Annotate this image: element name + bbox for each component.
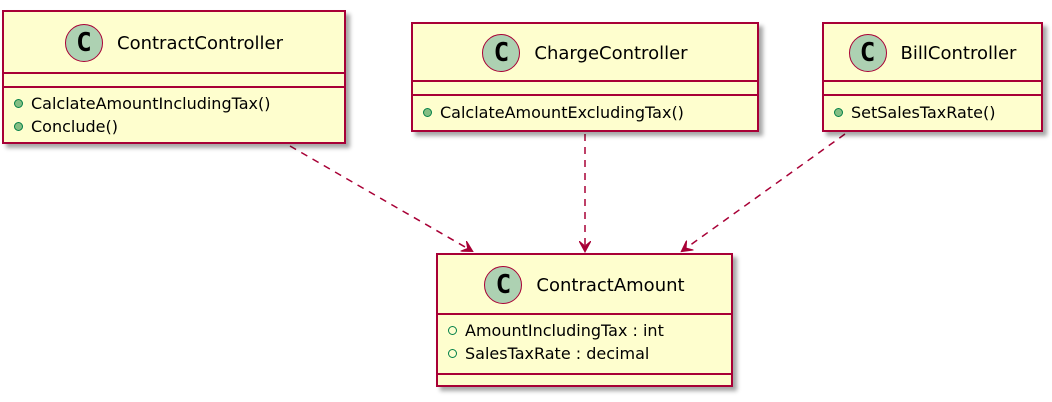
public-method-icon: [14, 122, 23, 131]
class-contractamount[interactable]: C ContractAmount AmountIncludingTax : in…: [436, 253, 733, 387]
public-method-icon: [423, 108, 432, 117]
class-c-icon: C: [848, 34, 887, 72]
class-header: C ChargeController: [413, 24, 757, 82]
class-c-icon: C: [65, 24, 103, 62]
fields-list: AmountIncludingTax : int SalesTaxRate : …: [438, 319, 731, 365]
class-divider: [413, 80, 757, 82]
methods-list: SetSalesTaxRate(): [824, 101, 1041, 124]
public-method-icon: [834, 108, 843, 117]
method-text: SetSalesTaxRate(): [851, 103, 996, 122]
class-name: BillController: [900, 42, 1017, 64]
method-item: Conclude(): [4, 115, 344, 138]
field-item: AmountIncludingTax : int: [438, 319, 731, 342]
class-divider: [438, 373, 731, 375]
class-divider: [824, 94, 1041, 96]
method-text: CalclateAmountIncludingTax(): [31, 94, 271, 113]
class-name: ContractAmount: [536, 274, 685, 296]
method-text: CalclateAmountExcludingTax(): [440, 103, 684, 122]
method-item: CalclateAmountExcludingTax(): [413, 101, 757, 124]
arrow-contractcontroller-to-contractamount: [289, 145, 472, 251]
class-header: C ContractAmount: [438, 255, 731, 315]
class-header: C ContractController: [4, 12, 344, 74]
class-contractcontroller[interactable]: C ContractController CalclateAmountInclu…: [2, 10, 346, 144]
class-chargecontroller[interactable]: C ChargeController CalclateAmountExcludi…: [411, 22, 759, 132]
class-header: C BillController: [824, 24, 1041, 82]
class-name: ContractController: [117, 32, 283, 54]
methods-list: CalclateAmountIncludingTax() Conclude(): [4, 92, 344, 138]
field-item: SalesTaxRate : decimal: [438, 342, 731, 365]
class-divider: [4, 72, 344, 74]
public-field-icon: [448, 326, 457, 335]
arrow-billcontroller-to-contractamount: [682, 133, 846, 251]
methods-list: CalclateAmountExcludingTax(): [413, 101, 757, 124]
field-text: SalesTaxRate : decimal: [465, 344, 650, 363]
class-divider: [438, 313, 731, 315]
method-text: Conclude(): [31, 117, 118, 136]
public-method-icon: [14, 99, 23, 108]
method-item: SetSalesTaxRate(): [824, 101, 1041, 124]
public-field-icon: [448, 349, 457, 358]
class-billcontroller[interactable]: C BillController SetSalesTaxRate(): [822, 22, 1043, 132]
class-c-icon: C: [482, 34, 521, 72]
class-name: ChargeController: [534, 42, 688, 64]
class-divider: [4, 86, 344, 88]
method-item: CalclateAmountIncludingTax(): [4, 92, 344, 115]
field-text: AmountIncludingTax : int: [465, 321, 664, 340]
class-divider: [413, 94, 757, 96]
class-divider: [824, 80, 1041, 82]
class-c-icon: C: [484, 266, 523, 304]
